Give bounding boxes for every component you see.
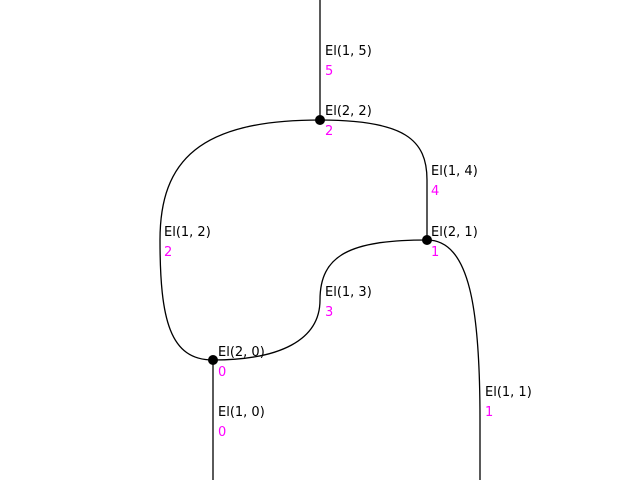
label-el-2-2-name: El(2, 2): [325, 104, 372, 119]
node-el-2-0: [208, 355, 218, 365]
wire-el-1-2: [159, 119, 321, 361]
label-el-1-3-name: El(1, 3): [325, 285, 372, 300]
label-el-1-1-name: El(1, 1): [485, 385, 532, 400]
label-el-1-4-index: 4: [431, 184, 439, 199]
wire-el-1-4: [319, 119, 428, 240]
label-el-1-2-name: El(1, 2): [164, 225, 211, 240]
label-el-2-0-index: 0: [218, 365, 226, 380]
label-el-1-3-index: 3: [325, 305, 333, 320]
label-el-1-0-index: 0: [218, 425, 226, 440]
wire-el-1-3: [212, 239, 428, 361]
label-el-1-4-name: El(1, 4): [431, 164, 478, 179]
wire-el-1-1: [426, 239, 481, 480]
node-el-2-2: [315, 115, 325, 125]
label-el-2-2-index: 2: [325, 124, 333, 139]
label-el-1-2-index: 2: [164, 245, 172, 260]
label-el-1-5-index: 5: [325, 64, 333, 79]
label-el-2-1-name: El(2, 1): [431, 225, 478, 240]
label-el-1-0-name: El(1, 0): [218, 405, 265, 420]
label-el-1-1-index: 1: [485, 405, 493, 420]
label-el-2-1-index: 1: [431, 245, 439, 260]
label-el-1-5-name: El(1, 5): [325, 44, 372, 59]
label-el-2-0-name: El(2, 0): [218, 345, 265, 360]
node-el-2-1: [422, 235, 432, 245]
